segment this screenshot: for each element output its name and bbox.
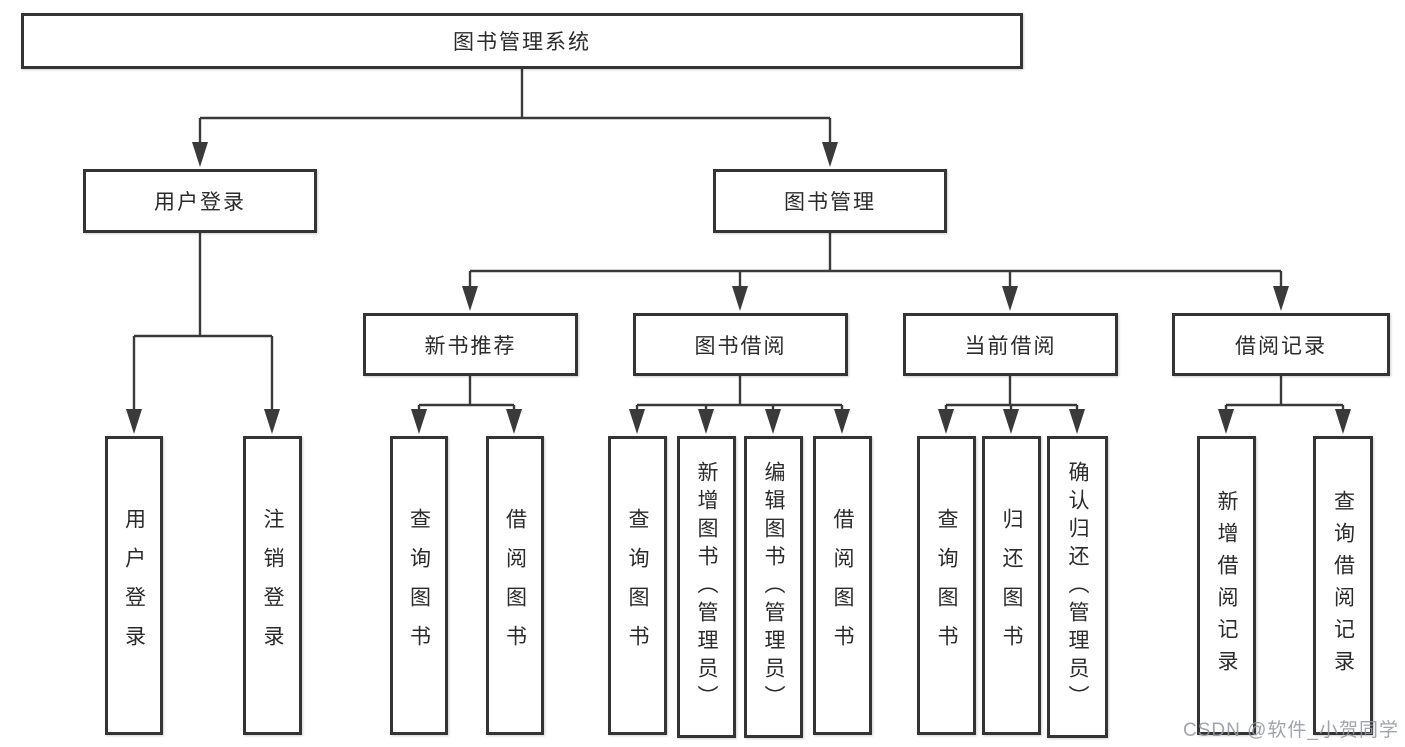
leaf-return-books: 归还图书 [982, 436, 1041, 735]
node-label: 借阅图书 [503, 507, 527, 664]
node-label: 查询图书 [407, 507, 431, 664]
node-label: 确认归还（管理员） [1066, 461, 1089, 713]
leaf-add-borrow-record: 新增借阅记录 [1197, 436, 1256, 735]
node-user-login: 用户登录 [83, 169, 317, 233]
node-label: 归还图书 [1000, 507, 1023, 664]
leaf-logout-login: 注销登录 [243, 436, 302, 735]
node-label: 查询图书 [626, 507, 649, 664]
node-label: 用户登录 [154, 191, 246, 214]
node-new-book-recommend: 新书推荐 [363, 313, 578, 376]
node-label: 新增借阅记录 [1215, 489, 1238, 682]
node-label: 注销登录 [261, 507, 284, 664]
node-label: 当前借阅 [964, 334, 1057, 358]
leaf-borrow-books-recommend: 借阅图书 [486, 436, 544, 735]
node-book-management: 图书管理 [713, 169, 947, 233]
node-label: 图书管理系统 [453, 31, 591, 54]
leaf-edit-books-admin: 编辑图书（管理员） [744, 436, 803, 738]
node-borrow-records: 借阅记录 [1172, 313, 1390, 376]
node-label: 图书借阅 [694, 334, 787, 358]
leaf-query-books-current: 查询图书 [917, 436, 976, 735]
node-label: 图书管理 [784, 191, 876, 214]
node-label: 查询图书 [935, 507, 958, 664]
node-library-management-system: 图书管理系统 [21, 13, 1023, 69]
node-label: 查询借阅记录 [1331, 489, 1355, 682]
leaf-borrow-books: 借阅图书 [813, 436, 872, 735]
node-label: 借阅图书 [831, 507, 854, 664]
leaf-add-books-admin: 新增图书（管理员） [677, 436, 736, 738]
node-label: 借阅记录 [1235, 334, 1327, 358]
leaf-query-books-borrow: 查询图书 [608, 436, 667, 735]
node-label: 新书推荐 [424, 334, 517, 358]
node-label: 用户登录 [122, 507, 146, 664]
node-label: 编辑图书（管理员） [762, 461, 785, 713]
node-current-borrow: 当前借阅 [903, 313, 1118, 376]
leaf-query-borrow-record: 查询借阅记录 [1313, 436, 1373, 735]
node-label: 新增图书（管理员） [695, 461, 718, 713]
node-book-borrow: 图书借阅 [633, 313, 848, 376]
leaf-query-books-recommend: 查询图书 [390, 436, 448, 735]
csdn-watermark: CSDN @软件_小贺同学 [1183, 720, 1399, 741]
arrowheads [126, 142, 1351, 434]
leaf-confirm-return-admin: 确认归还（管理员） [1047, 436, 1108, 738]
leaf-user-login: 用户登录 [105, 436, 163, 735]
